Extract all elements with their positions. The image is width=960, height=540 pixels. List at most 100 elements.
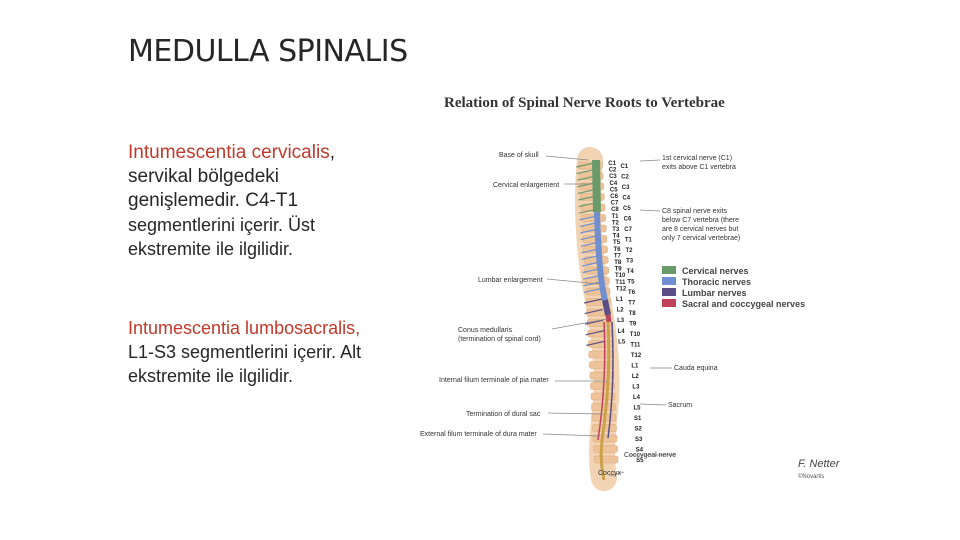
vertebra-body: [590, 382, 615, 390]
legend-label: Cervical nerves: [682, 266, 749, 276]
nerve-root: [581, 254, 600, 260]
vertebra-body: [591, 403, 616, 411]
vertebra-labels: C1C2C3C4C5C6C7T1T2T3T4T5T6T7T8T9T10T11T1…: [620, 164, 644, 464]
legend-swatch: [662, 288, 676, 296]
text-line: ekstremite ile ilgilidir.: [128, 239, 294, 259]
text-line: segmentlerini içerir. Üst: [128, 215, 316, 235]
nerve-labels: C1C2C3C4C5C6C7C8T1T2T3T4T5T6T7T8T9T10T11…: [608, 161, 627, 345]
nerve-label: T10: [615, 273, 626, 279]
vertebra-label: T11: [630, 343, 641, 349]
label-conus-medullaris: Conus medullaris: [458, 327, 513, 334]
artist-signature: F. Netter: [798, 458, 841, 470]
label-base-of-skull: Base of skull: [499, 152, 539, 159]
vertebra-body: [582, 224, 607, 233]
label-internal-filum: Internal filum terminale of pia mater: [439, 377, 549, 384]
nerve-label: T4: [613, 234, 621, 240]
nerve-label: T12: [616, 286, 627, 292]
legend-label: Lumbar nerves: [682, 288, 747, 298]
vertebra-label: T8: [629, 311, 637, 317]
nerve-label: T2: [612, 220, 620, 226]
vertebra-label: S5: [636, 458, 644, 464]
nerve-root: [582, 274, 602, 280]
nerve-root: [583, 298, 603, 304]
legend-swatch: [662, 299, 676, 307]
figure-title: Relation of Spinal Nerve Roots to Verteb…: [444, 95, 725, 111]
vertebra-label: C2: [621, 175, 629, 181]
nerve-label: C2: [609, 168, 617, 174]
nerve-root: [586, 340, 605, 346]
label-cervical-enlargement: Cervical enlargement: [493, 182, 559, 189]
label-lumbar-enlargement: Lumbar enlargement: [478, 277, 543, 284]
nerve-label: T6: [613, 247, 621, 253]
nerve-label: C7: [611, 201, 619, 207]
vertebra-label: L2: [632, 374, 640, 380]
text-line: L1-S3 segmentlerini içerir. Alt: [128, 342, 362, 362]
vertebra-label: T2: [626, 248, 634, 254]
nerve-root: [577, 182, 596, 188]
nerve-root: [579, 215, 598, 221]
nerve-root: [582, 261, 601, 267]
nerve-label: T9: [615, 267, 623, 273]
vertebra-label: T12: [631, 353, 642, 359]
nerve-root: [584, 319, 604, 325]
vertebra-label: S4: [636, 448, 644, 454]
vertebra-label: S2: [635, 427, 643, 433]
nerve-root: [576, 175, 596, 181]
vertebra-label: L1: [631, 364, 639, 370]
vertebra-label: T9: [629, 322, 637, 328]
nerve-root: [578, 208, 598, 214]
label-c8-note: only 7 cervical vertebrae): [662, 235, 740, 242]
vertebra-label: C6: [624, 217, 632, 223]
nerve-root: [577, 188, 597, 194]
nerve-root: [578, 195, 597, 201]
nerve-root: [578, 202, 597, 208]
slide-title: MEDULLA SPINALIS: [128, 34, 408, 69]
text-punct: ,: [329, 142, 335, 163]
nerve-label: T8: [614, 260, 622, 266]
vertebra-label: T10: [630, 332, 641, 338]
nerve-label: C8: [611, 207, 619, 213]
legend-swatch: [662, 277, 676, 285]
label-coccygeal-nerve: Coccygeal nerve: [624, 452, 676, 459]
highlight-term: Intumescentia cervicalis: [128, 142, 330, 163]
nerve-roots: [576, 162, 605, 346]
nerve-label: C6: [610, 194, 618, 200]
nerve-label: T11: [615, 280, 626, 286]
label-c8-note: are 8 cervical nerves but: [662, 226, 738, 233]
copyright-credit: ©Novartis: [798, 473, 824, 480]
cauda-equina-fibers: [597, 321, 606, 441]
text-block-lumbosacral: Intumescentia lumbosacralis, L1-S3 segme…: [128, 316, 418, 388]
nerve-label: T3: [612, 227, 620, 233]
vertebra-label: L4: [633, 395, 641, 401]
nerve-label: L3: [617, 318, 625, 324]
nerve-label: T5: [613, 240, 621, 246]
label-conus-medullaris-note: (termination of spinal cord): [458, 336, 541, 343]
legend-label: Thoracic nerves: [682, 277, 751, 287]
legend-swatch: [662, 266, 676, 274]
text-line: ekstremite ile ilgilidir.: [128, 366, 294, 386]
vertebra-body: [593, 455, 619, 464]
vertebra-label: C1: [620, 164, 628, 170]
nerve-label: L5: [618, 339, 626, 345]
nerve-root: [576, 162, 595, 168]
vertebra-label: C4: [622, 196, 630, 202]
vertebra-label: T5: [627, 280, 635, 286]
vertebra-label: C7: [624, 227, 632, 233]
nerve-label: C5: [610, 187, 618, 193]
cervical-segment: [592, 159, 601, 213]
label-c1-note: exits above C1 vertebra: [662, 164, 736, 171]
label-cauda-equina: Cauda equina: [674, 365, 718, 372]
vertebra-label: L5: [633, 406, 641, 412]
lumbar-segment: [602, 299, 611, 316]
vertebra-label: T6: [628, 290, 636, 296]
sacral-segment: [605, 314, 612, 323]
label-c1-note: 1st cervical nerve (C1): [662, 155, 732, 162]
nerve-root: [584, 309, 603, 315]
nerve-root: [583, 287, 602, 293]
nerve-label: C1: [608, 161, 616, 167]
nerve-root: [580, 228, 599, 234]
text-line: genişlemedir. C4-T1: [128, 190, 299, 211]
legend: Cervical nerves Thoracic nerves Lumbar n…: [662, 266, 805, 309]
label-external-filum: External filum terminale of dura mater: [420, 431, 537, 438]
